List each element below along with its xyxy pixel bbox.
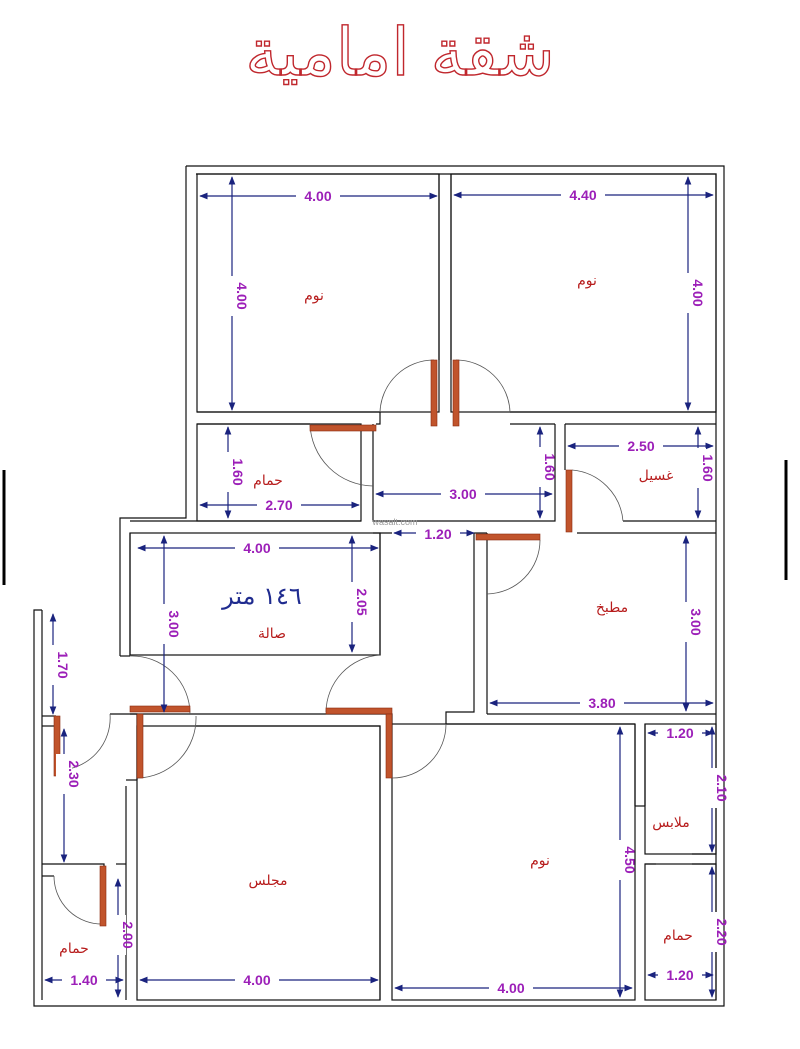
dim-bath-lr-width: 1.20 [666, 967, 693, 983]
dim-majlis-width: 4.00 [243, 972, 270, 988]
room-bath-upper: حمام [253, 473, 283, 489]
room-bath-lower-left: حمام [59, 941, 89, 957]
dim-bath-up-width: 2.70 [265, 497, 292, 513]
dim-bed-tl-width: 4.00 [304, 188, 331, 204]
dim-kitchen-width: 3.80 [588, 695, 615, 711]
dim-bath-up-depth: 1.60 [230, 458, 246, 485]
dim-entry-depth: 1.70 [55, 651, 71, 678]
dim-bed-tl-depth: 4.00 [234, 282, 250, 309]
room-majlis: مجلس [248, 873, 287, 889]
dim-corridor-width: 3.00 [449, 486, 476, 502]
plan-title: شقة امامية [245, 13, 555, 91]
room-bath-lower-right: حمام [663, 928, 693, 944]
room-bedroom-top-left: نوم [304, 288, 324, 304]
dim-living-inner-depth: 2.05 [354, 588, 370, 615]
dim-kitchen-depth: 3.00 [688, 608, 704, 635]
room-closet: ملابس [652, 815, 690, 831]
room-living: صالة [258, 626, 286, 642]
room-laundry: غسيل [639, 468, 674, 484]
dim-corridor-depth: 1.60 [542, 453, 558, 480]
dim-laundry-depth: 1.60 [700, 454, 716, 481]
room-labels: نوم نوم حمام غسيل مطبخ ١٤٦ متر صالة مجلس… [59, 273, 693, 957]
dim-bath-ll-width: 1.40 [70, 972, 97, 988]
watermark: wasalt.com [371, 517, 417, 527]
dim-bed-tr-width: 4.40 [569, 187, 596, 203]
dimension-labels: 4.00 4.00 4.40 4.00 1.60 2.70 3.00 1.60 … [45, 187, 730, 996]
dim-bed-b-width: 4.00 [497, 980, 524, 996]
dim-gap-width: 1.20 [424, 526, 451, 542]
dim-living-width: 4.00 [243, 540, 270, 556]
area-label: ١٤٦ متر [221, 582, 302, 610]
dim-bed-tr-depth: 4.00 [690, 279, 706, 306]
dim-laundry-width: 2.50 [627, 438, 654, 454]
dim-entry-lower-depth: 2.30 [66, 760, 82, 787]
dim-bed-b-depth: 4.50 [622, 846, 638, 873]
dim-bath-ll-depth: 2.00 [120, 921, 136, 948]
dim-bath-lr-depth: 2.20 [714, 918, 730, 945]
edge-marks [2, 460, 788, 585]
dim-living-depth: 3.00 [166, 610, 182, 637]
dim-closet-width: 1.20 [666, 725, 693, 741]
room-bedroom-top-right: نوم [577, 273, 597, 289]
room-kitchen: مطبخ [596, 600, 628, 616]
dim-closet-depth: 2.10 [714, 774, 730, 801]
walls [33, 165, 725, 1007]
doors [53, 359, 624, 927]
room-bedroom-bottom: نوم [530, 853, 550, 869]
